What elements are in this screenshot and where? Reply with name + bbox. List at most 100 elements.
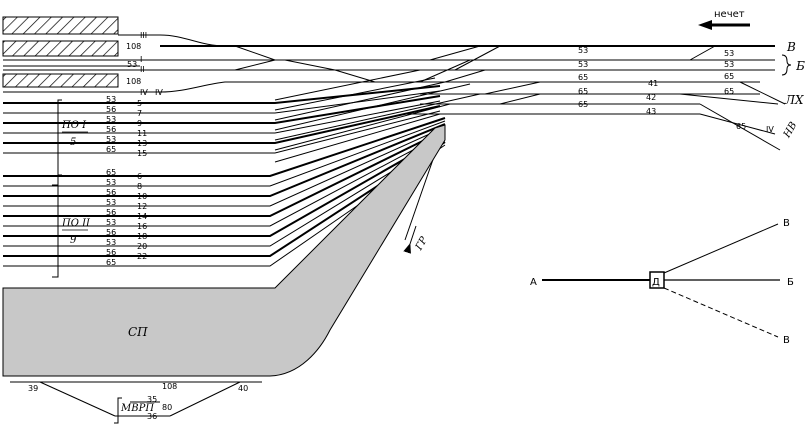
park2-label: ПО II [61,218,91,229]
park-track-number: 15 [137,149,147,158]
bottom-right-num: 40 [238,384,248,393]
park-track [3,135,446,237]
park1-label: ПО I [61,120,87,131]
park-track-number: 16 [137,222,147,231]
legend-a: А [530,277,537,288]
park-track [3,132,446,227]
bottom-left-num: 39 [28,384,38,393]
bottom-mid-length: 108 [162,382,177,391]
park-track-length: 53 [106,95,116,104]
bottom-length-80: 80 [162,403,172,412]
park2-sub: 9 [70,235,77,246]
park-track [3,123,446,197]
park-track [3,110,441,154]
park-track-number: 20 [137,242,147,251]
park-track [3,100,441,134]
park-track-length: 56 [106,248,116,257]
lead-i-length: 53 [127,60,137,69]
park1-sub: 5 [70,137,76,148]
lead-iii-roman: III [140,31,147,40]
park-track-number: 18 [137,232,147,241]
park2-bracket [52,174,62,278]
park-track [3,126,446,207]
lead-ii-roman: II [140,65,145,74]
top-length-2: 53 [724,49,734,58]
hatched-block-2 [2,40,119,57]
direction-label: нечет [714,9,745,20]
mvrp-bracket [114,397,122,424]
bottom-right-diagonal [169,381,241,417]
lead-tracks: III 108 I 53 II 108 IV IV [3,31,775,97]
park-track-number: 7 [137,109,142,118]
park-track-length: 53 [106,115,116,124]
branch-to-hv [699,103,781,151]
park-track-number: 14 [137,212,147,221]
lead-i-roman: I [140,55,142,64]
park-track-length: 53 [106,218,116,227]
branch-length: 65 [736,122,746,131]
park-track [3,120,446,187]
lead-track-iv [3,81,760,93]
legend-v-top: В [783,218,790,229]
third-length-3: 65 [724,72,734,81]
bottom-left-diagonal [39,381,116,417]
park-track-number: 8 [137,182,142,191]
destination-b: Б [795,59,805,73]
park-track [3,90,441,114]
bottom-lower-num: 36 [147,412,157,421]
legend-d: Д [652,277,660,288]
park-track-length: 65 [106,168,116,177]
hatched-block-3 [2,73,119,88]
park-track-length: 53 [106,178,116,187]
direction-arrow-icon [698,20,712,30]
lead-ii-length: 108 [126,77,141,86]
hump-label: СП [128,325,148,339]
fourth-length-3: 65 [724,87,734,96]
park-track [3,85,441,104]
destination-lh: ЛХ [784,93,804,107]
main-tracks: 53 53 53 53 65 41 65 65 42 65 65 43 65 I… [274,46,781,163]
park-track [3,117,446,177]
second-length-1: 53 [578,60,588,69]
park-track-number: 9 [137,119,142,128]
hatched-block-1 [2,16,119,35]
park-track-length: 56 [106,188,116,197]
park-track-length: 53 [106,135,116,144]
legend-diagram: А Д Б В В [530,218,794,346]
park-track-length: 56 [106,105,116,114]
park-track [3,138,446,247]
crossovers [234,45,786,105]
park-track [3,95,441,124]
fourth-length-2: 42 [646,93,656,102]
direction-indicator: нечет [698,9,750,30]
park-track-length: 53 [106,198,116,207]
destination-gr: ГР [413,235,430,253]
destination-v: В [786,40,796,54]
destination-hv: НВ [781,120,799,140]
destination-labels: В Б ЛХ НВ ГР [413,40,805,253]
bottom-section: 39 40 108 МВРП 35 36 80 [10,381,262,424]
lead-iv-mark: IV [155,88,163,97]
park1-bracket [52,99,62,186]
fifth-length-2: 43 [646,107,656,116]
third-length-1: 65 [578,73,588,82]
park-track-number: 13 [137,139,147,148]
branch-to-lh [679,93,779,105]
park-track-length: 65 [106,145,116,154]
legend-b: Б [787,277,794,288]
legend-line-v-bottom [663,287,779,338]
fifth-length-1: 65 [578,100,588,109]
park-track-length: 56 [106,208,116,217]
park-track-number: 10 [137,192,147,201]
destination-brace [781,54,792,76]
park-track-number: 12 [137,202,147,211]
park-track-length: 65 [106,258,116,267]
hump-area [2,124,446,377]
park-track [3,105,441,144]
park-track-number: 22 [137,252,147,261]
bottom-upper-num: 35 [147,395,157,404]
legend-line-v-top [663,223,779,274]
hv-roman: IV [766,125,774,134]
